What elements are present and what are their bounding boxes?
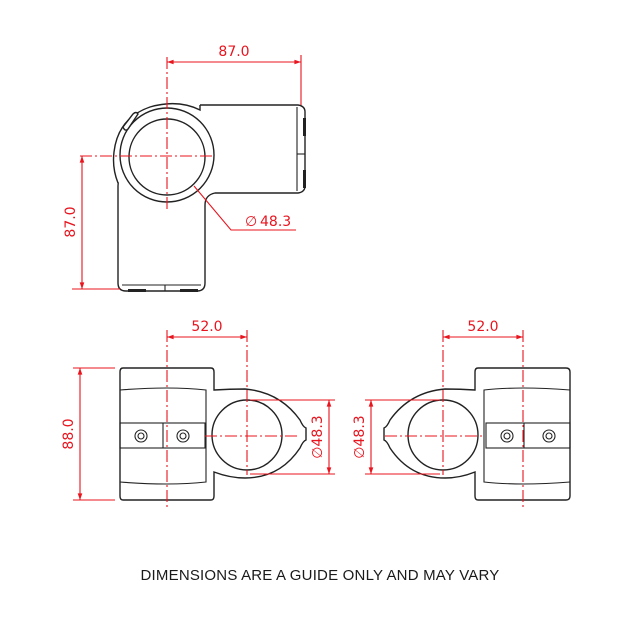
front-right-fitting	[383, 367, 571, 501]
front-left-dim-horizontal-label: 52.0	[191, 319, 222, 335]
top-view-fitting	[112, 102, 306, 292]
top-view: 87.0 87.0 ∅ 48.3	[63, 44, 306, 292]
front-left-fitting	[119, 367, 307, 501]
front-left-dim-height-label: 88.0	[61, 418, 77, 449]
top-diameter-symbol: ∅	[245, 214, 257, 230]
top-dim-vertical-label: 87.0	[63, 206, 79, 237]
top-diameter-leader	[193, 185, 296, 231]
front-left-diameter-label: ∅48.3	[310, 415, 326, 458]
front-right-diameter-label: ∅48.3	[352, 415, 368, 458]
front-right-view: 52.0 ∅48.3	[352, 319, 571, 510]
disclaimer-caption: DIMENSIONS ARE A GUIDE ONLY AND MAY VARY	[140, 567, 500, 584]
top-dim-horizontal-label: 87.0	[218, 44, 249, 60]
top-diameter-label: 48.3	[260, 214, 291, 230]
front-right-dim-horizontal-label: 52.0	[467, 319, 498, 335]
front-left-view: 52.0 88.0 ∅48.3	[61, 319, 335, 510]
